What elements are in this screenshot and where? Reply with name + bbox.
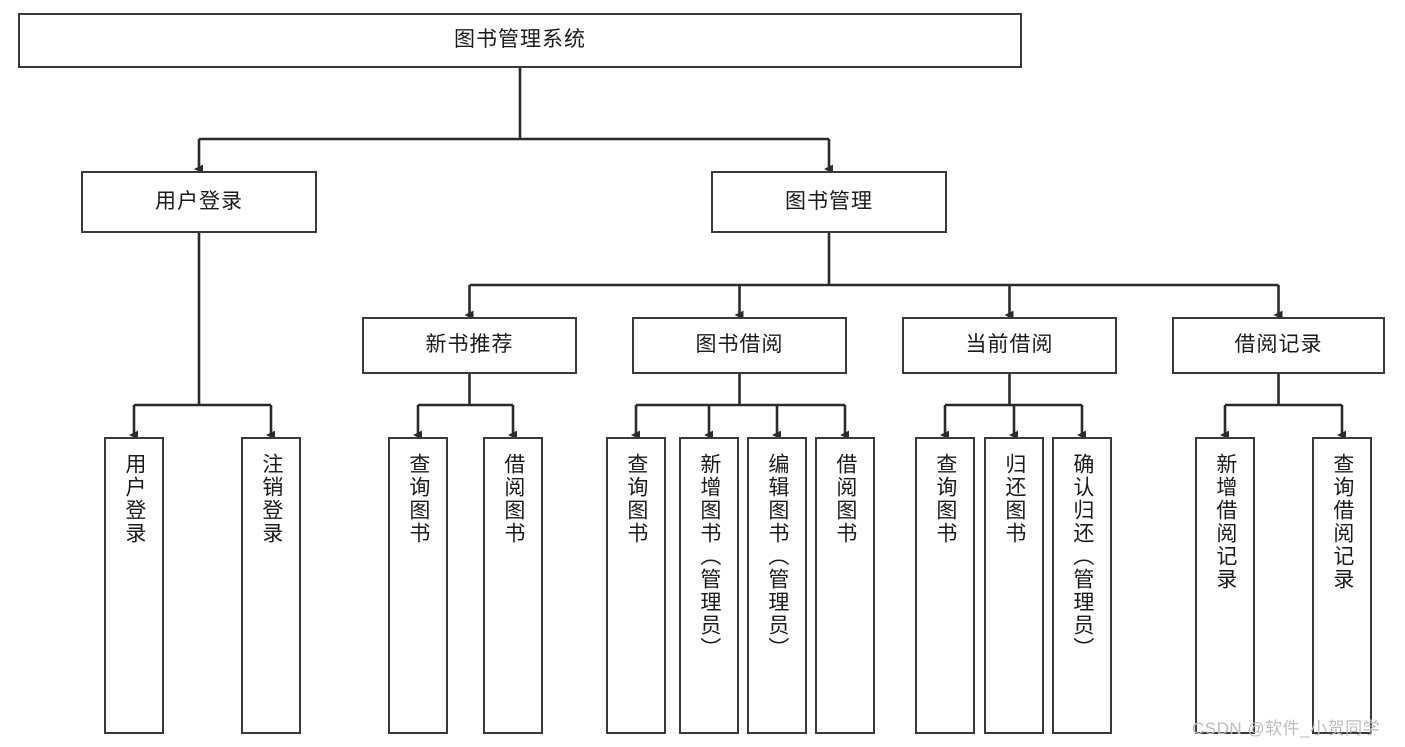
leaf-query-book-1[interactable]: 查询图书 — [388, 437, 448, 734]
leaf-user-login[interactable]: 用户登录 — [104, 437, 164, 734]
node-label: 新增借阅记录 — [1213, 453, 1237, 591]
node-user-login[interactable]: 用户登录 — [81, 171, 317, 233]
leaf-add-borrow-record[interactable]: 新增借阅记录 — [1195, 437, 1255, 734]
node-label: 用户登录 — [155, 189, 243, 213]
node-label: 编辑图书（管理员） — [765, 453, 789, 660]
node-label: 新书推荐 — [425, 333, 514, 357]
node-label: 确认归还（管理员） — [1070, 453, 1094, 660]
leaf-query-book-2[interactable]: 查询图书 — [606, 437, 666, 734]
node-label: 图书借阅 — [695, 333, 784, 357]
leaf-edit-book[interactable]: 编辑图书（管理员） — [747, 437, 807, 734]
node-label: 图书管理 — [785, 189, 873, 213]
leaf-query-borrow-record[interactable]: 查询借阅记录 — [1312, 437, 1372, 734]
node-label: 归还图书 — [1002, 453, 1026, 545]
node-label: 用户登录 — [122, 453, 146, 545]
node-borrow-record[interactable]: 借阅记录 — [1172, 317, 1385, 374]
node-label: 借阅图书 — [833, 453, 857, 545]
node-book-management[interactable]: 图书管理 — [711, 171, 947, 233]
node-label: 注销登录 — [259, 453, 283, 545]
node-label: 借阅图书 — [501, 453, 525, 545]
leaf-query-book-3[interactable]: 查询图书 — [915, 437, 975, 734]
node-label: 查询图书 — [933, 453, 957, 545]
leaf-add-book[interactable]: 新增图书（管理员） — [679, 437, 739, 734]
node-current-borrow[interactable]: 当前借阅 — [902, 317, 1117, 374]
leaf-borrow-book-1[interactable]: 借阅图书 — [483, 437, 543, 734]
node-label: 查询借阅记录 — [1330, 453, 1354, 591]
node-label: 当前借阅 — [965, 333, 1054, 357]
node-label: 查询图书 — [406, 453, 430, 545]
leaf-logout[interactable]: 注销登录 — [241, 437, 301, 734]
leaf-confirm-return[interactable]: 确认归还（管理员） — [1052, 437, 1112, 734]
node-label: 查询图书 — [624, 453, 648, 545]
node-new-book-recommendation[interactable]: 新书推荐 — [362, 317, 577, 374]
node-root[interactable]: 图书管理系统 — [18, 13, 1022, 68]
node-book-borrow[interactable]: 图书借阅 — [632, 317, 847, 374]
watermark: CSDN @软件_小贺同学 — [1192, 719, 1381, 738]
node-label: 新增图书（管理员） — [697, 453, 721, 660]
node-label: 图书管理系统 — [454, 28, 586, 52]
leaf-borrow-book-2[interactable]: 借阅图书 — [815, 437, 875, 734]
node-label: 借阅记录 — [1234, 333, 1323, 357]
leaf-return-book[interactable]: 归还图书 — [984, 437, 1044, 734]
